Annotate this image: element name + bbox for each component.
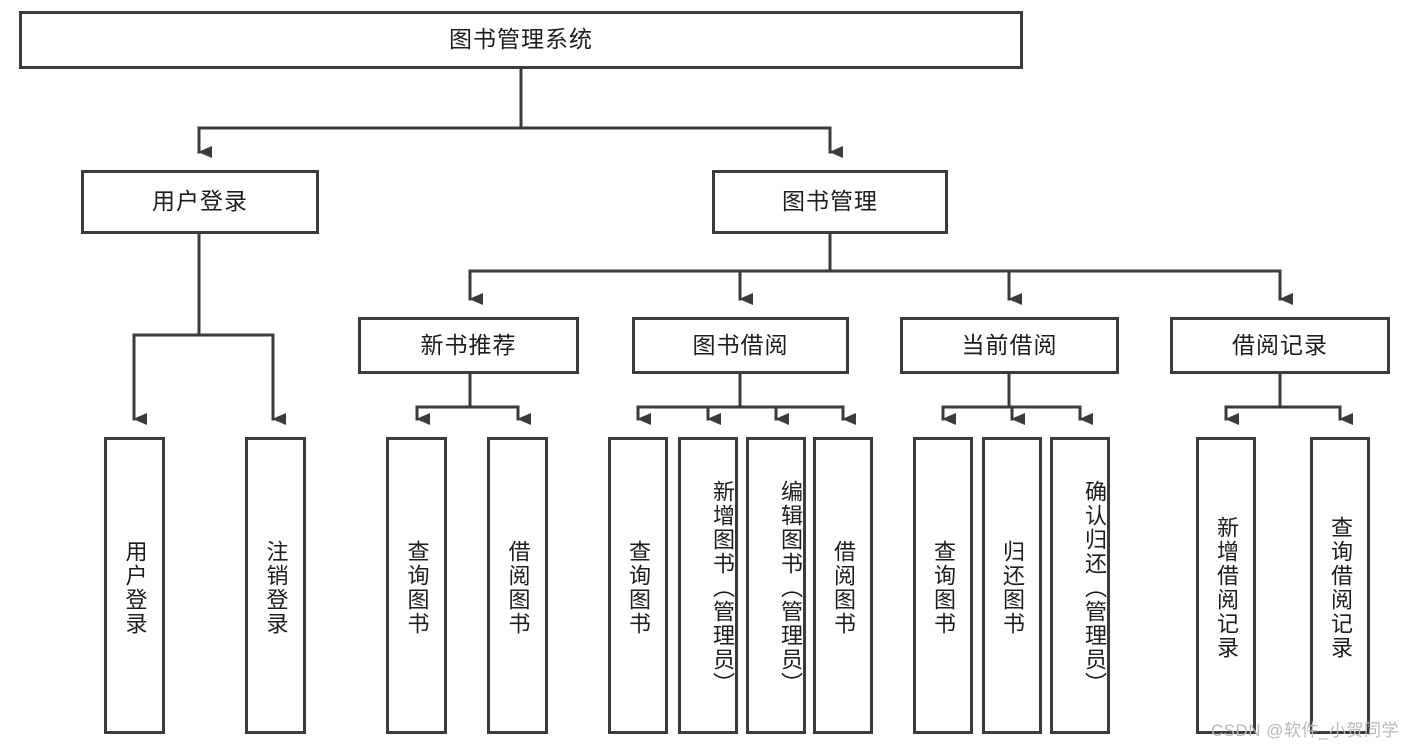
node-book-borrow[interactable]: 图书借阅 — [632, 317, 849, 374]
node-book-management[interactable]: 图书管理 — [712, 170, 948, 234]
leaf-node-label: 确认归还（管理员） — [1082, 479, 1107, 696]
leaf-node-label: 注销登录 — [263, 539, 289, 636]
leaf-node[interactable]: 借阅图书 — [487, 437, 548, 734]
node-current-borrow-label: 当前借阅 — [961, 331, 1058, 358]
node-book-borrow-label: 图书借阅 — [692, 331, 789, 358]
leaf-node[interactable]: 归还图书 — [982, 437, 1042, 734]
leaf-node-label: 查询图书 — [404, 539, 430, 636]
leaf-node[interactable]: 新增图书（管理员） — [678, 437, 738, 734]
leaf-node[interactable]: 新增借阅记录 — [1196, 437, 1256, 734]
leaf-node-label: 查询图书 — [930, 539, 956, 636]
leaf-node[interactable]: 确认归还（管理员） — [1050, 437, 1110, 734]
leaf-node[interactable]: 编辑图书（管理员） — [746, 437, 806, 734]
node-root-label: 图书管理系统 — [449, 26, 593, 53]
leaf-node-label: 用户登录 — [122, 539, 148, 636]
leaf-node-label: 借阅图书 — [505, 539, 531, 636]
node-root[interactable]: 图书管理系统 — [19, 11, 1023, 69]
node-new-book-recommend-label: 新书推荐 — [420, 331, 517, 358]
node-user-login-label: 用户登录 — [152, 188, 248, 215]
csdn-watermark: CSDN @软件_小贺同学 — [1210, 721, 1399, 740]
leaf-node[interactable]: 借阅图书 — [813, 437, 873, 734]
leaf-node[interactable]: 查询图书 — [913, 437, 973, 734]
node-book-management-label: 图书管理 — [782, 188, 878, 215]
node-borrow-records[interactable]: 借阅记录 — [1170, 317, 1390, 374]
leaf-node[interactable]: 查询借阅记录 — [1310, 437, 1370, 734]
node-new-book-recommend[interactable]: 新书推荐 — [358, 317, 579, 374]
leaf-node-label: 查询借阅记录 — [1327, 515, 1353, 660]
node-user-login[interactable]: 用户登录 — [81, 170, 319, 234]
leaf-node-label: 新增图书（管理员） — [710, 479, 735, 696]
leaf-node[interactable]: 查询图书 — [386, 437, 447, 734]
node-current-borrow[interactable]: 当前借阅 — [900, 317, 1119, 374]
leaf-node-label: 查询图书 — [625, 539, 651, 636]
leaf-node-label: 借阅图书 — [830, 539, 856, 636]
leaf-node[interactable]: 注销登录 — [245, 437, 306, 734]
node-borrow-records-label: 借阅记录 — [1232, 331, 1328, 358]
leaf-node-label: 归还图书 — [999, 539, 1025, 636]
leaf-node[interactable]: 查询图书 — [608, 437, 668, 734]
leaf-node-label: 新增借阅记录 — [1213, 515, 1239, 660]
leaf-node[interactable]: 用户登录 — [104, 437, 165, 734]
leaf-node-label: 编辑图书（管理员） — [778, 479, 803, 696]
